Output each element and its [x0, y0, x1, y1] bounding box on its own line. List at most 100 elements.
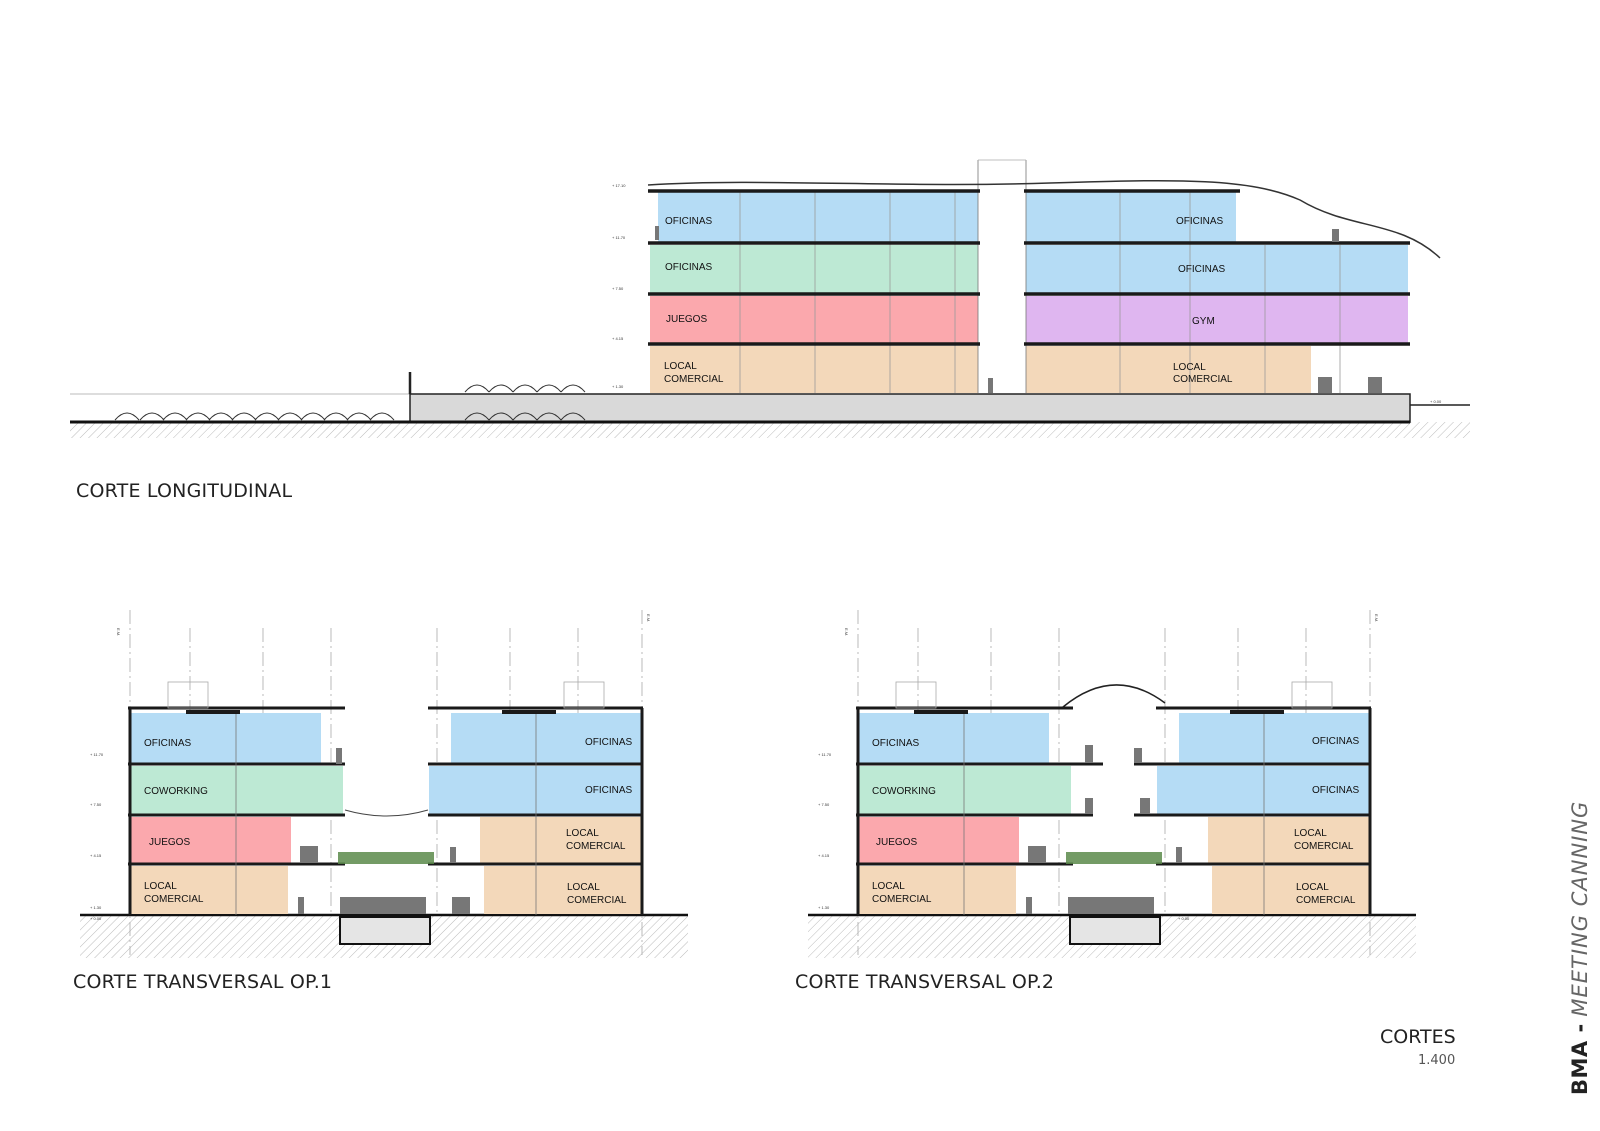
long-label-l4: OFICINAS [665, 216, 713, 227]
long-label-r1a: LOCAL [1173, 362, 1206, 373]
op1-room-l3 [131, 766, 343, 814]
long-label-l3: OFICINAS [665, 262, 713, 273]
op2-label-r1a: LOCAL [1296, 882, 1329, 893]
svg-text:+ 17.10: + 17.10 [612, 183, 626, 188]
op1-level-marks: + 11.70 + 7.50 + 4.15 + 1.30 + 0.00 [90, 752, 104, 921]
long-label-r2: GYM [1192, 316, 1215, 327]
op1-label-l4: OFICINAS [144, 738, 192, 749]
sheet-scale: 1.400 [1418, 1053, 1456, 1068]
long-slabs [648, 189, 1410, 346]
op2-room-r1 [1212, 866, 1369, 914]
op1-label-r1b: COMERCIAL [567, 895, 627, 906]
svg-text:+ 4.15: + 4.15 [818, 853, 830, 858]
svg-text:+ 7.50: + 7.50 [612, 286, 624, 291]
op2-room-r4 [1179, 713, 1369, 763]
op2-label-r2a: LOCAL [1294, 828, 1327, 839]
op2-em-left: E.M. [844, 628, 849, 636]
op1-room-l2 [131, 817, 291, 863]
op2-room-l3 [859, 766, 1071, 814]
svg-text:+ 11.70: + 11.70 [818, 752, 832, 757]
op1-slabs [128, 706, 644, 915]
long-label-r4: OFICINAS [1176, 216, 1224, 227]
svg-text:+ 0.00: + 0.00 [1178, 916, 1190, 921]
long-room-l3 [650, 245, 978, 293]
long-label-l1a: LOCAL [664, 361, 697, 372]
svg-text:+ 4.15: + 4.15 [612, 336, 624, 341]
op1-label-l3: COWORKING [144, 786, 208, 797]
op2-room-l1 [859, 866, 1016, 914]
op2-label-l1a: LOCAL [872, 881, 905, 892]
svg-text:+ 0.00: + 0.00 [90, 916, 102, 921]
long-room-r4 [1026, 192, 1236, 242]
svg-text:+ 1.30: + 1.30 [612, 384, 624, 389]
op1-planter [338, 852, 434, 864]
svg-text:+ 1.30: + 1.30 [818, 905, 830, 910]
long-label-l2: JUEGOS [666, 314, 707, 325]
sheet-name: CORTES [1380, 1026, 1456, 1048]
long-label-l1b: COMERCIAL [664, 374, 724, 385]
op2-basement [1069, 916, 1161, 945]
op1-label-l2: JUEGOS [149, 837, 190, 848]
op2-label-r3: OFICINAS [1312, 785, 1360, 796]
op1-em-left: E.M. [116, 628, 121, 636]
op2-label-r1b: COMERCIAL [1296, 895, 1356, 906]
long-room-r2 [1026, 296, 1408, 343]
op1-room-l1 [131, 866, 288, 914]
parking-cars [114, 384, 586, 421]
long-label-r3: OFICINAS [1178, 264, 1226, 275]
op1-room-r4 [451, 713, 641, 763]
title-transversal-op2: CORTE TRANSVERSAL OP.2 [795, 971, 1055, 993]
svg-text:+ 0.00: + 0.00 [1430, 399, 1442, 404]
op1-label-r4: OFICINAS [585, 737, 633, 748]
roof-curve [647, 179, 1441, 259]
op2-room-r3 [1157, 766, 1369, 814]
op2-label-l3: COWORKING [872, 786, 936, 797]
op1-label-l1a: LOCAL [144, 881, 177, 892]
longitudinal-section: + 17.10 + 11.70 + 7.50 + 4.15 + 1.30 + 0… [70, 159, 1470, 438]
op1-room-r3 [429, 766, 641, 814]
op2-label-l1b: COMERCIAL [872, 894, 932, 905]
op1-label-l1b: COMERCIAL [144, 894, 204, 905]
op2-room-l4 [859, 713, 1049, 763]
op2-label-l4: OFICINAS [872, 738, 920, 749]
long-room-l4 [658, 192, 978, 242]
op1-label-r2a: LOCAL [566, 828, 599, 839]
op1-label-r2b: COMERCIAL [566, 841, 626, 852]
op2-label-l2: JUEGOS [876, 837, 917, 848]
op1-people [298, 748, 470, 914]
svg-text:+ 7.50: + 7.50 [90, 802, 102, 807]
op2-planter [1066, 852, 1162, 864]
long-people [655, 226, 1382, 393]
title-transversal-op1: CORTE TRANSVERSAL OP.1 [73, 971, 333, 993]
svg-text:+ 11.70: + 11.70 [612, 235, 626, 240]
transversal-op2-section: E.M. E.M. [808, 610, 1416, 958]
long-room-l2 [650, 296, 978, 343]
op2-people [1026, 745, 1182, 914]
op1-room-r1 [484, 866, 641, 914]
svg-text:+ 4.15: + 4.15 [90, 853, 102, 858]
op2-room-r2 [1208, 817, 1369, 863]
svg-text:+ 1.30: + 1.30 [90, 905, 102, 910]
long-room-r1 [1026, 346, 1311, 393]
terrain-hatch [70, 422, 1470, 438]
op2-slabs [856, 706, 1372, 915]
project-title: BMA - MEETING CANNING [1568, 801, 1592, 1095]
transversal-op1-section: E.M. E.M. [80, 610, 688, 958]
long-room-r3 [1026, 245, 1408, 293]
op2-roof-curve [1062, 684, 1166, 708]
op1-room-r2 [480, 817, 641, 863]
op2-label-r2b: COMERCIAL [1294, 841, 1354, 852]
op2-label-r4: OFICINAS [1312, 736, 1360, 747]
project-name: MEETING CANNING [1568, 800, 1592, 1017]
op1-room-l4 [131, 713, 321, 763]
op2-level-marks: + 11.70 + 7.50 + 4.15 + 1.30 + 0.00 [818, 752, 1190, 921]
svg-text:+ 7.50: + 7.50 [818, 802, 830, 807]
long-label-r1b: COMERCIAL [1173, 374, 1233, 385]
long-level-marks: + 17.10 + 11.70 + 7.50 + 4.15 + 1.30 + 0… [612, 183, 1442, 404]
project-code: BMA - [1568, 1023, 1592, 1095]
title-longitudinal: CORTE LONGITUDINAL [76, 480, 293, 502]
op1-basement [339, 916, 431, 945]
op2-em-right: E.M. [1374, 614, 1379, 622]
svg-text:+ 11.70: + 11.70 [90, 752, 104, 757]
